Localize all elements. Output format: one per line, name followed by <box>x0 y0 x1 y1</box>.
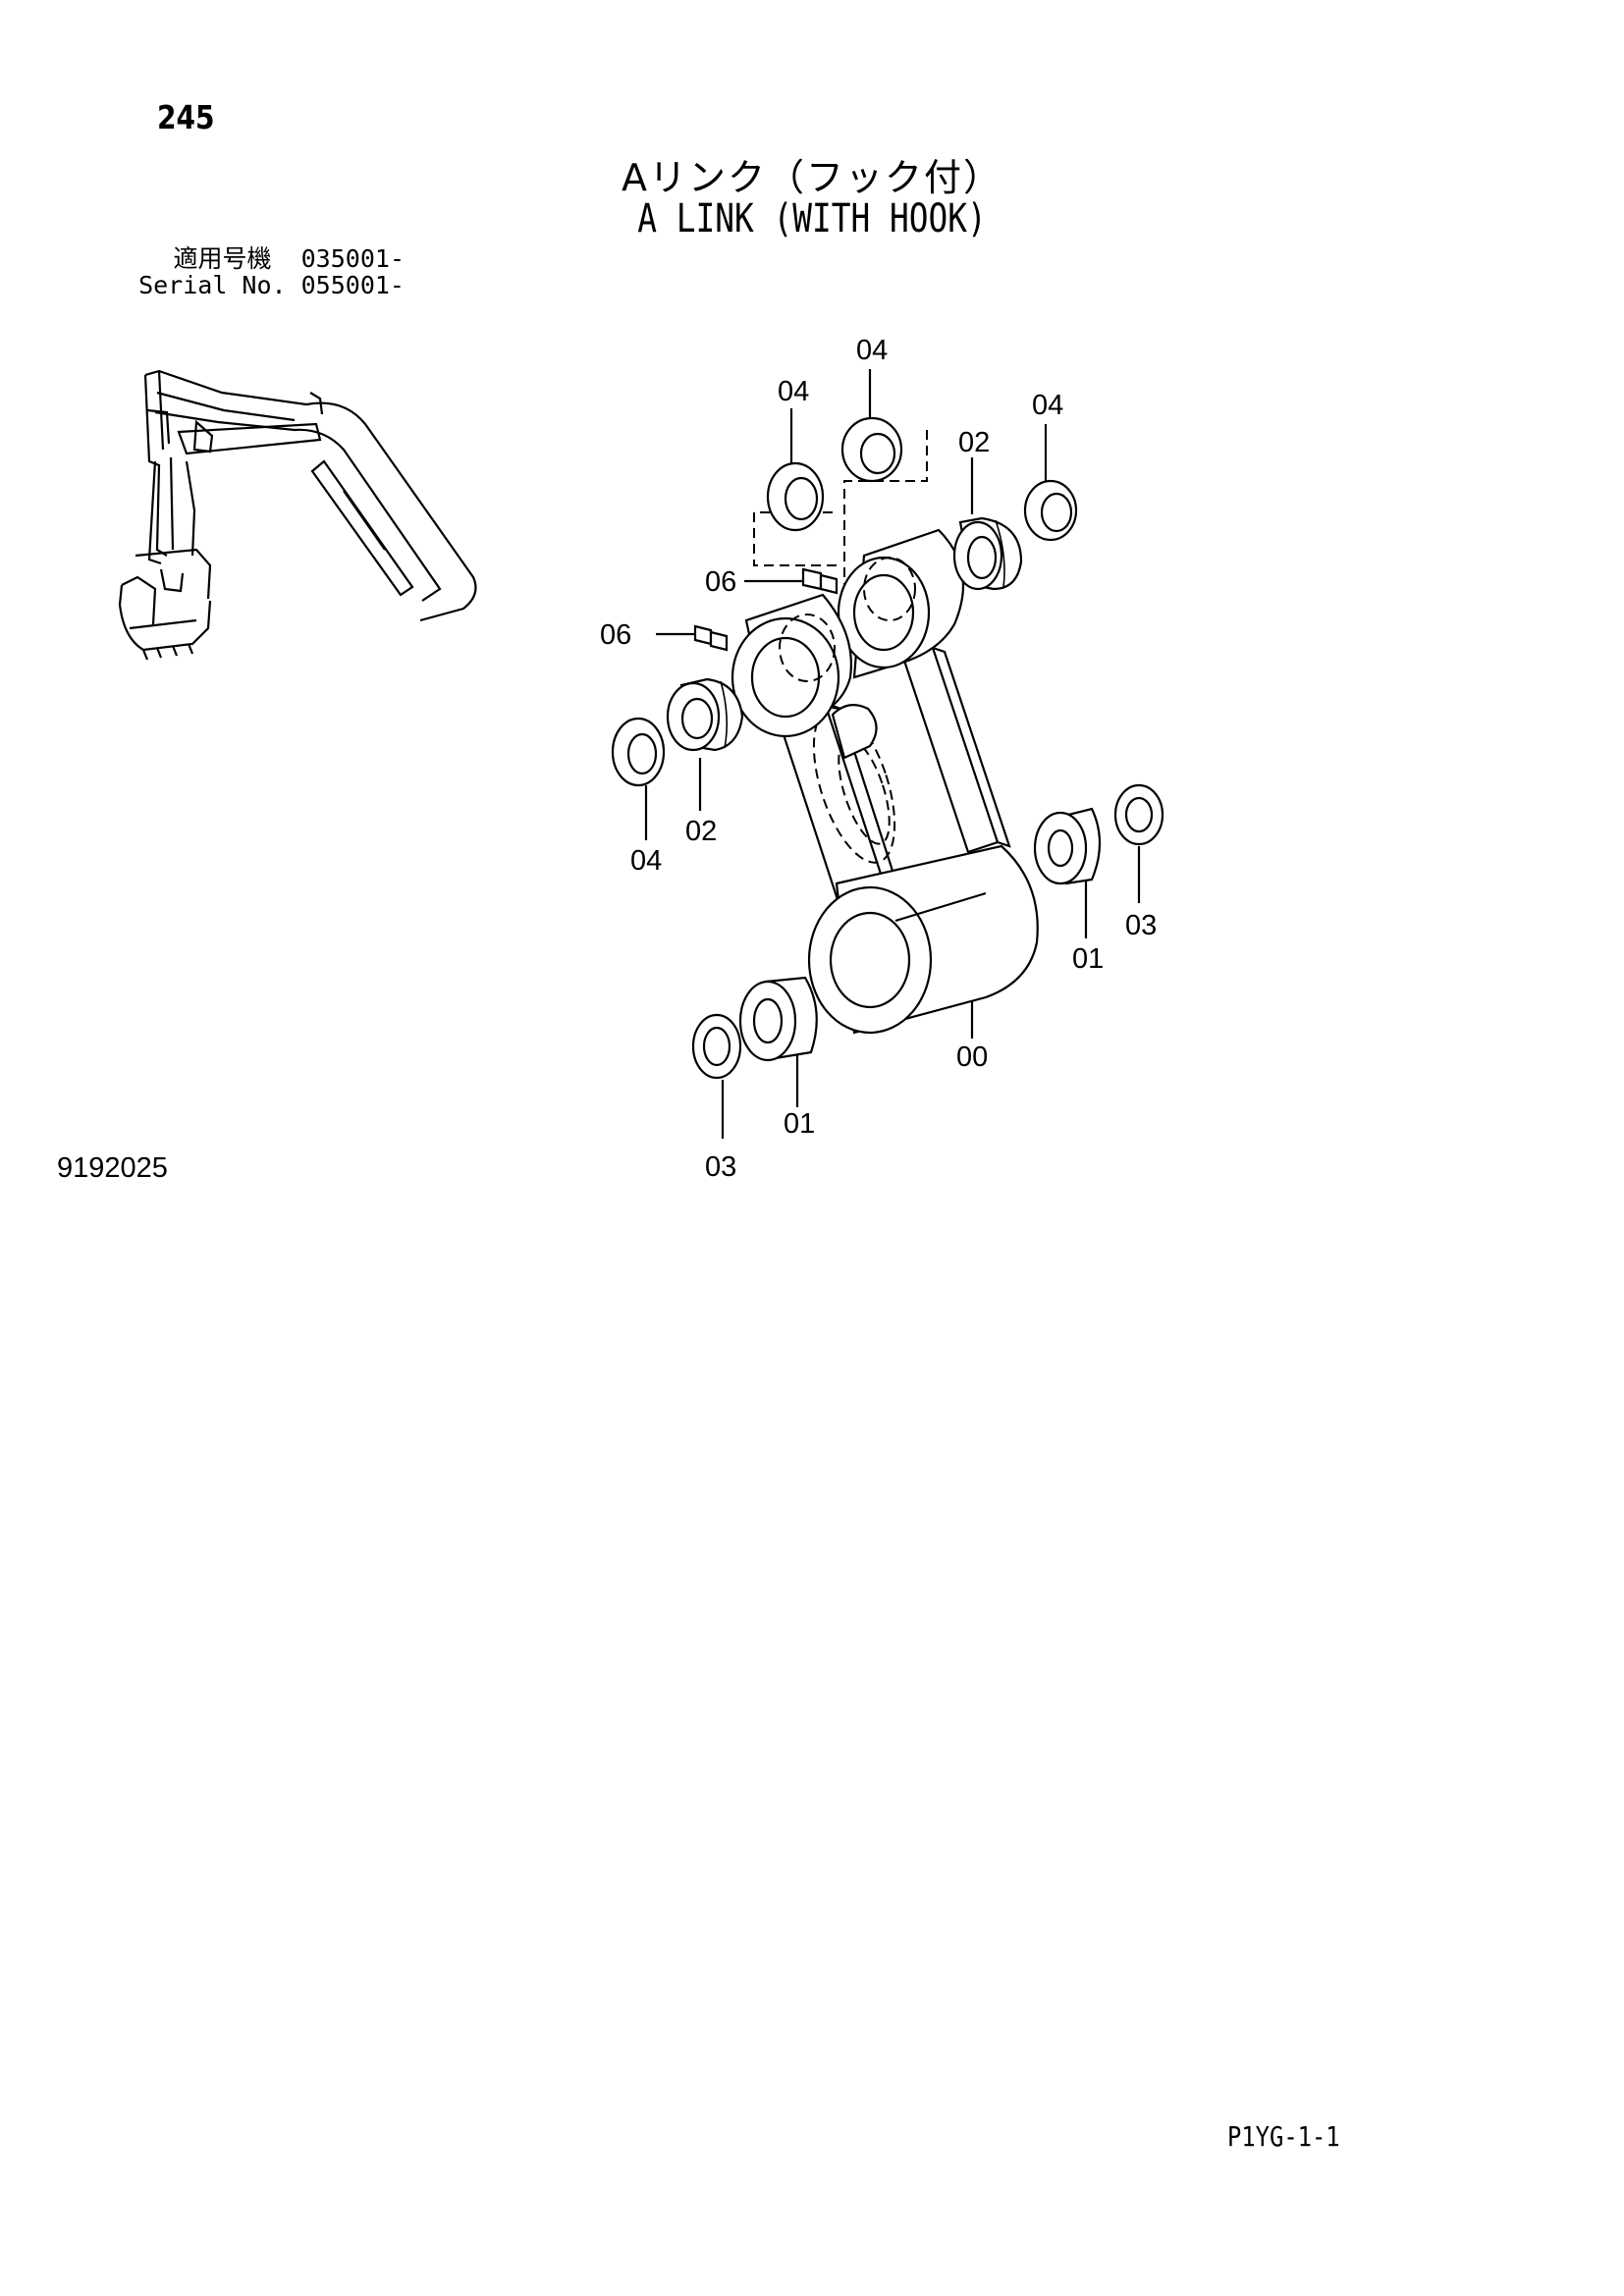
serial-line-jp: 適用号機 035001- <box>173 244 405 273</box>
callout-leader-lines <box>644 369 1141 1139</box>
grease-fitting-upper <box>801 567 839 595</box>
callout-06-left: 06 <box>600 619 631 651</box>
callout-labels: 04 04 04 02 06 06 04 02 03 01 00 01 03 <box>600 335 1157 1183</box>
page-number: 245 <box>157 98 215 136</box>
callout-04-left-lower: 04 <box>630 845 662 877</box>
callout-02-upper: 02 <box>958 427 990 458</box>
serial-line-en: Serial No. 055001- <box>138 271 405 299</box>
bushing-01-lower <box>738 976 818 1062</box>
title-english: A LINK (WITH HOOK) <box>637 196 987 241</box>
seal-04-upper-left <box>766 461 825 532</box>
callout-03-lower: 03 <box>705 1151 736 1183</box>
callout-03-right: 03 <box>1125 910 1157 941</box>
seal-03-lower <box>691 1013 742 1080</box>
callout-02-lower: 02 <box>685 816 717 847</box>
callout-04-top: 04 <box>856 335 888 366</box>
bushing-02-upper <box>952 516 1023 591</box>
callout-04-left-upper: 04 <box>778 376 809 407</box>
title-japanese: Aリンク（フック付） <box>622 156 1002 199</box>
callout-01-right: 01 <box>1072 943 1104 975</box>
seal-03-right <box>1113 783 1164 846</box>
excavator-keymap-illustration <box>118 369 477 661</box>
footer-code: P1YG-1-1 <box>1227 2120 1340 2153</box>
callout-00-link: 00 <box>956 1041 988 1073</box>
serial-applicability: 適用号機 035001- Serial No. 055001- <box>138 245 405 298</box>
callout-06-upper: 06 <box>705 566 736 598</box>
callout-01-lower: 01 <box>784 1108 815 1140</box>
figure-reference-number: 9192025 <box>57 1152 168 1184</box>
seal-04-upper-right <box>1023 479 1078 542</box>
seal-04-upper-center <box>840 416 903 483</box>
grease-fitting-left <box>693 624 729 652</box>
bushing-02-lower <box>666 677 744 752</box>
callout-04-right: 04 <box>1032 390 1063 421</box>
seal-04-lower <box>611 717 666 787</box>
a-link-body <box>731 528 1039 1035</box>
bushing-01-right <box>1033 807 1102 885</box>
